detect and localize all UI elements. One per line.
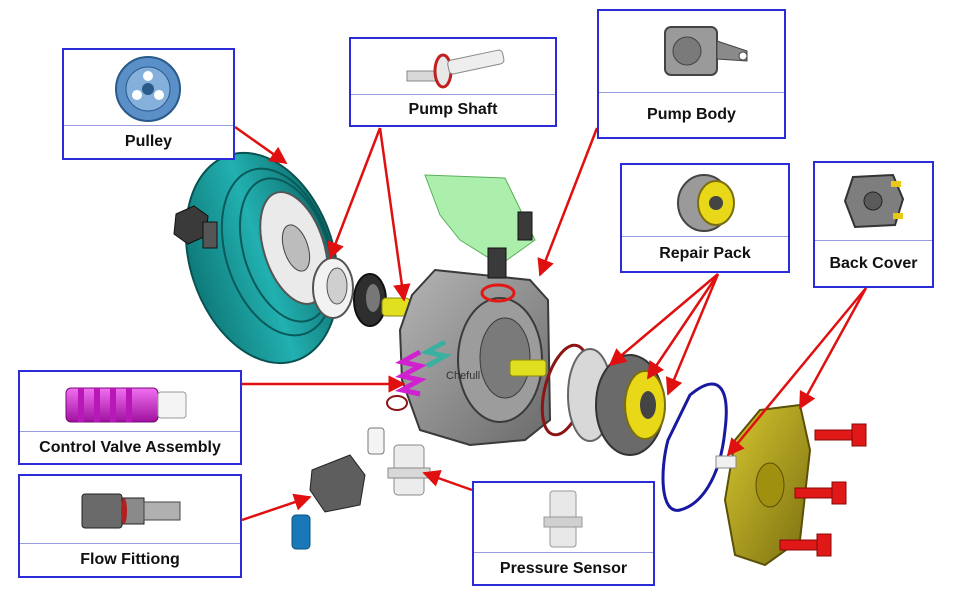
pulley-thumbnail bbox=[64, 50, 233, 128]
back-cover-part bbox=[715, 403, 812, 567]
callout-repair-pack-label: Repair Pack bbox=[622, 236, 788, 271]
pulley-nut bbox=[173, 205, 218, 249]
leader-pressure-sensor bbox=[422, 470, 473, 492]
callout-flow-fitting-label: Flow Fittiong bbox=[20, 543, 240, 576]
callout-pressure-sensor: Pressure Sensor bbox=[472, 481, 655, 586]
callout-pump-shaft-label: Pump Shaft bbox=[351, 94, 555, 125]
callout-pulley: Pulley bbox=[62, 48, 235, 160]
leader-back-cover-2 bbox=[798, 287, 868, 410]
back-cover-bolts bbox=[779, 423, 867, 557]
shaft-seal bbox=[353, 273, 387, 327]
pump-body-thumbnail bbox=[599, 11, 784, 93]
gasket-part bbox=[661, 382, 728, 512]
pump-shaft-thumbnail bbox=[351, 39, 555, 97]
callout-control-valve-label: Control Valve Assembly bbox=[20, 431, 240, 463]
leader-back-cover-1 bbox=[726, 287, 867, 457]
back-cover-thumbnail bbox=[815, 163, 932, 241]
pump-body-part bbox=[398, 174, 552, 447]
leader-pulley bbox=[234, 125, 288, 165]
pressure-sensor-part bbox=[387, 444, 431, 496]
leader-pump-shaft-2 bbox=[378, 127, 411, 302]
callout-pressure-sensor-label: Pressure Sensor bbox=[474, 552, 653, 584]
leader-pump-body bbox=[537, 127, 599, 277]
callout-back-cover-label: Back Cover bbox=[815, 240, 932, 286]
callout-flow-fitting: Flow Fittiong bbox=[18, 474, 242, 578]
callout-control-valve: Control Valve Assembly bbox=[18, 370, 242, 465]
callout-back-cover: Back Cover bbox=[813, 161, 934, 288]
leader-lines bbox=[234, 125, 868, 522]
control-valve-thumbnail bbox=[20, 372, 240, 434]
repair-pack-part bbox=[567, 348, 666, 456]
flow-fitting-thumbnail bbox=[20, 476, 240, 546]
leader-repair-pack-3 bbox=[665, 273, 720, 396]
repair-pack-thumbnail bbox=[622, 165, 788, 237]
watermark-text: Chefull bbox=[446, 370, 481, 382]
shaft-bearing bbox=[312, 257, 354, 319]
leader-repair-pack-1 bbox=[608, 273, 719, 367]
callout-pump-body: Pump Body bbox=[597, 9, 786, 139]
leader-repair-pack-2 bbox=[646, 273, 720, 380]
callout-pump-body-label: Pump Body bbox=[599, 92, 784, 137]
pulley-part bbox=[184, 151, 340, 365]
leader-pump-shaft-1 bbox=[327, 127, 382, 260]
callout-repair-pack: Repair Pack bbox=[620, 163, 790, 273]
flow-fitting-part bbox=[291, 427, 385, 550]
leader-flow-fitting bbox=[241, 493, 312, 522]
callout-pulley-label: Pulley bbox=[64, 125, 233, 158]
pressure-sensor-thumbnail bbox=[474, 483, 653, 555]
callout-pump-shaft: Pump Shaft bbox=[349, 37, 557, 127]
